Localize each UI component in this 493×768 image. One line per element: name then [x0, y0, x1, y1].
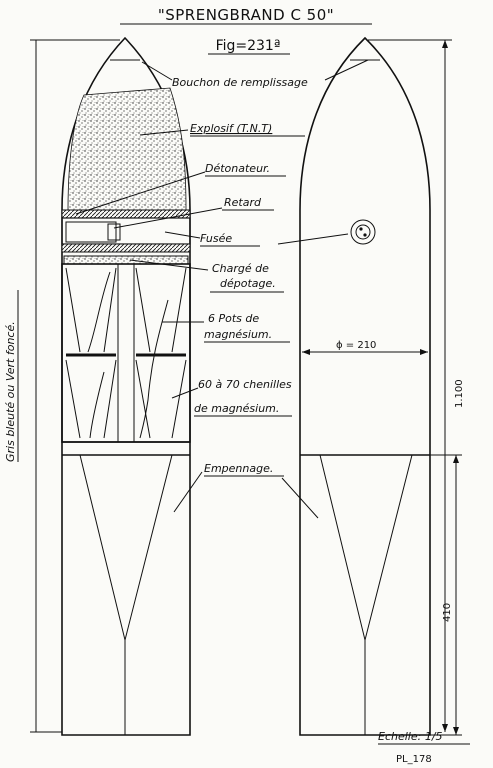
leader-empennage-left — [173, 471, 203, 513]
length-arrow-bottom — [442, 724, 448, 732]
leader-fusee-left — [164, 231, 201, 239]
magnesium-strip-3 — [89, 371, 105, 439]
exterior-view — [299, 36, 431, 736]
section-view — [61, 36, 191, 736]
pot-taper-2 — [135, 267, 187, 353]
ejection-charge — [63, 255, 189, 265]
leader-chenilles — [171, 387, 199, 399]
pot-taper-3 — [65, 359, 117, 439]
leader-retard — [113, 207, 223, 229]
magnesium-strip-2 — [139, 299, 169, 439]
magnesium-pots-compartment — [61, 263, 191, 443]
label-charge-line1: Chargé de — [212, 262, 269, 275]
plate-number: PL_178 — [396, 754, 432, 765]
label-fusee: Fusée — [200, 232, 232, 245]
label-pots-line2: magnésium. — [204, 328, 272, 341]
fuze-ring-outer — [350, 219, 376, 245]
leader-empennage-right — [281, 477, 319, 519]
length-tail-value: 410 — [442, 603, 453, 622]
retard-box — [65, 221, 117, 243]
pot-taper-1 — [65, 267, 117, 353]
label-retard: Retard — [224, 196, 262, 209]
leader-bouchon-left — [141, 61, 173, 81]
magnesium-strip-1 — [87, 271, 111, 353]
label-chenilles-line1: 60 à 70 chenilles — [198, 378, 292, 391]
fuze-ring-inner — [355, 224, 371, 240]
diameter-value: ϕ = 210 — [336, 340, 376, 351]
exterior-fin-outline — [319, 454, 413, 641]
figure-number: Fig=231ª — [216, 38, 281, 54]
diameter-arrow-left — [302, 349, 310, 355]
leader-charge — [129, 259, 209, 271]
label-charge-line2: dépotage. — [220, 277, 276, 290]
leader-bouchon-right — [324, 59, 369, 81]
label-bouchon: Bouchon de remplissage — [172, 76, 308, 89]
leader-lines — [75, 59, 369, 519]
exterior-body-outline — [299, 36, 431, 455]
label-empennage: Empennage. — [204, 462, 273, 475]
scale-note: Echelle: 1/5 — [378, 730, 443, 743]
explosive-fill — [67, 87, 187, 211]
retard-element — [107, 223, 121, 241]
tail-arrow-bottom — [453, 727, 459, 735]
length-arrow-top — [442, 40, 448, 48]
fuze-pin-1 — [359, 227, 363, 231]
fuze-plate — [61, 243, 191, 253]
fin-outline — [79, 454, 173, 641]
pot-taper-4 — [135, 359, 187, 439]
tail-arrow-top — [453, 455, 459, 463]
tail-outline — [61, 455, 191, 736]
section-body-outline — [61, 36, 191, 455]
leader-fusee-right — [277, 233, 349, 245]
leader-explosif — [139, 129, 189, 136]
detonator-plate — [61, 209, 191, 219]
label-pots-line1: 6 Pots de — [208, 312, 259, 325]
fuze-pin-2 — [363, 233, 367, 237]
label-detonateur: Détonateur. — [205, 162, 270, 175]
colour-note: Gris bleuté ou Vert foncé. — [4, 321, 17, 462]
diameter-arrow-right — [420, 349, 428, 355]
drawing-title: "SPRENGBRAND C 50" — [158, 6, 334, 24]
length-total-value: 1.100 — [454, 379, 465, 408]
label-chenilles-line2: de magnésium. — [194, 402, 279, 415]
label-explosif: Explosif (T.N.T) — [190, 122, 272, 135]
leader-detonateur — [75, 171, 206, 215]
